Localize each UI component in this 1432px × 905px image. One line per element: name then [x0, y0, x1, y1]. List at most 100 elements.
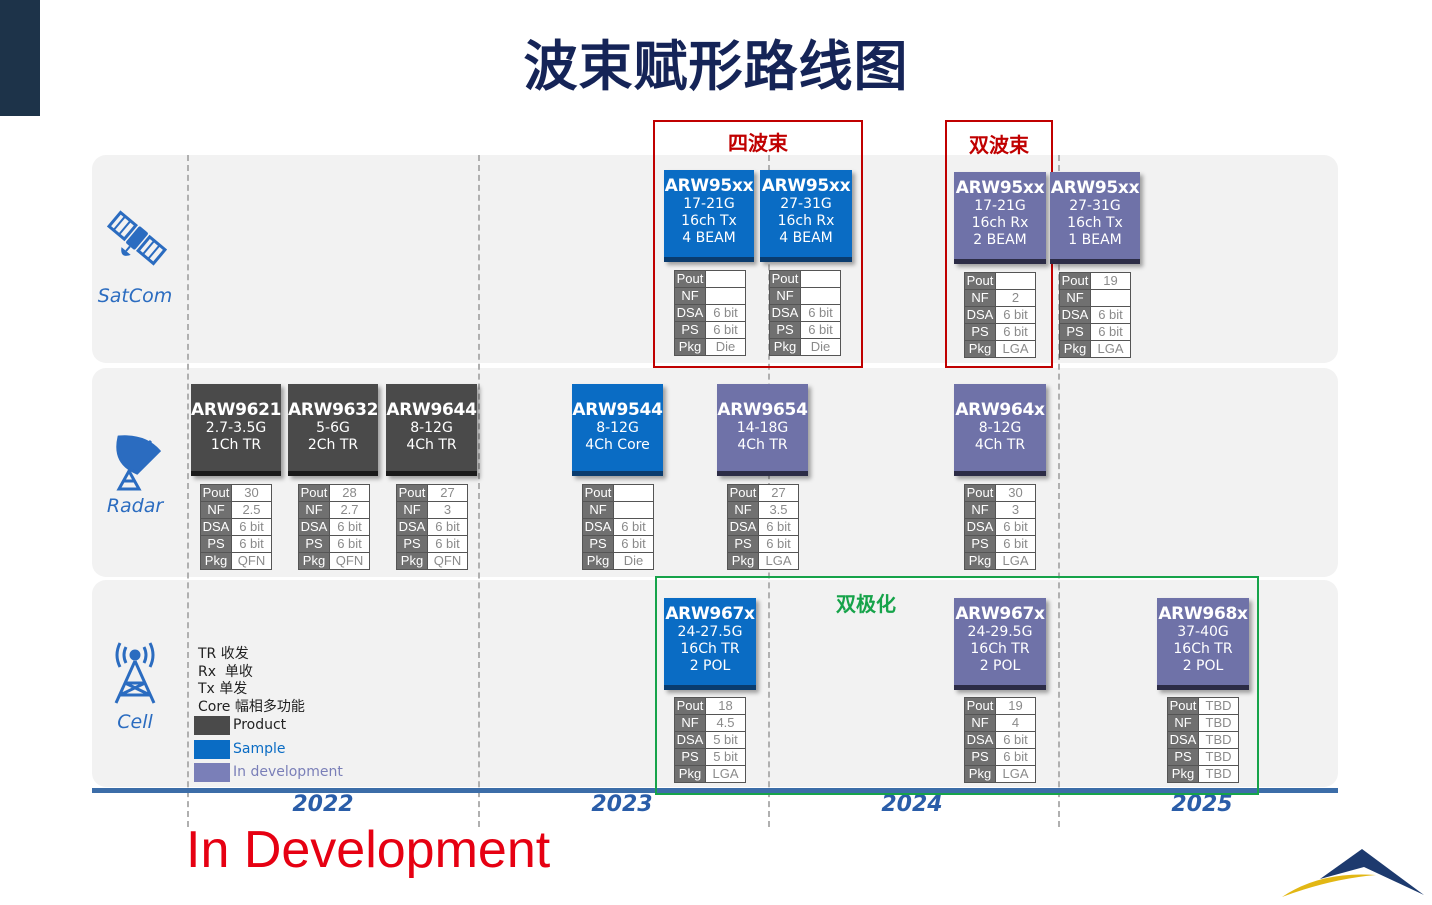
- cell-tower-icon: [100, 641, 170, 711]
- spec-value: 6 bit: [329, 518, 370, 536]
- product-spec-line: 1 BEAM: [1068, 232, 1122, 248]
- spec-row-nf: NF: [582, 501, 654, 519]
- spec-key: Pout: [396, 484, 428, 502]
- spec-key: PS: [396, 535, 428, 553]
- product-name: ARW95xx: [955, 178, 1045, 198]
- spec-value: TBD: [1198, 748, 1239, 766]
- spec-key: Pout: [1059, 272, 1091, 290]
- spec-key: DSA: [298, 518, 330, 536]
- product-name: ARW968x: [1158, 604, 1248, 624]
- product-spec-line: 4 BEAM: [682, 230, 736, 246]
- product-spec-line: 4Ch Core: [585, 437, 650, 453]
- spec-key: Pkg: [1059, 340, 1091, 358]
- product-spec-line: 2 POL: [689, 658, 731, 674]
- spec-key: DSA: [582, 518, 614, 536]
- product-name: ARW95xx: [1050, 178, 1140, 198]
- product-spec-line: 2.7-3.5G: [205, 420, 267, 436]
- spec-value: 6 bit: [329, 535, 370, 553]
- spec-value: 3: [995, 501, 1036, 519]
- spec-key: DSA: [674, 304, 706, 322]
- legend-label-sample: Sample: [233, 741, 286, 757]
- spec-value: LGA: [705, 765, 746, 783]
- spec-value: 30: [231, 484, 272, 502]
- spec-key: DSA: [396, 518, 428, 536]
- legend-swatch-sample: [194, 740, 230, 759]
- spec-value: 6 bit: [758, 535, 799, 553]
- product-spec-line: 4Ch TR: [406, 437, 457, 453]
- spec-key: NF: [582, 501, 614, 519]
- spec-value: TBD: [1198, 714, 1239, 732]
- spec-key: DSA: [769, 304, 801, 322]
- spec-value: 30: [995, 484, 1036, 502]
- spec-value: [613, 501, 654, 519]
- spec-key: Pout: [200, 484, 232, 502]
- spec-value: 2.7: [329, 501, 370, 519]
- spec-key: NF: [674, 287, 706, 305]
- product-spec-line: 17-21G: [974, 198, 1026, 214]
- product-spec-line: 4 BEAM: [779, 230, 833, 246]
- spec-value: LGA: [995, 765, 1036, 783]
- spec-value: TBD: [1198, 731, 1239, 749]
- spec-key: Pkg: [1167, 765, 1199, 783]
- product-name: ARW9632: [288, 400, 379, 420]
- spec-key: PS: [727, 535, 759, 553]
- spec-value: TBD: [1198, 697, 1239, 715]
- year-divider: [478, 155, 480, 827]
- spec-key: PS: [674, 748, 706, 766]
- spec-key: Pout: [727, 484, 759, 502]
- product-name: ARW967x: [955, 604, 1045, 624]
- spec-row-pout: Pout: [674, 270, 746, 288]
- spec-value: 6 bit: [1090, 306, 1131, 324]
- spec-row-nf: NF: [674, 287, 746, 305]
- year-label-2024: 2024: [881, 792, 943, 817]
- spec-key: NF: [964, 714, 996, 732]
- spec-key: NF: [396, 501, 428, 519]
- row-label-radar: Radar: [106, 495, 164, 517]
- product-name: ARW95xx: [664, 176, 754, 196]
- spec-value: 6 bit: [705, 321, 746, 339]
- spec-value: [705, 270, 746, 288]
- legend-abbrev: TR 收发: [198, 646, 249, 662]
- product-name: ARW964x: [955, 400, 1045, 420]
- product-spec-line: 16ch Tx: [681, 213, 737, 229]
- product-spec-line: 2Ch TR: [307, 437, 359, 453]
- year-label-2022: 2022: [292, 792, 354, 817]
- spec-value: 3.5: [758, 501, 799, 519]
- spec-value: 6 bit: [995, 306, 1036, 324]
- spec-value: 4.5: [705, 714, 746, 732]
- product-spec-line: 37-40G: [1177, 624, 1229, 640]
- spec-value: 4: [995, 714, 1036, 732]
- product-spec-line: 16Ch TR: [1173, 641, 1233, 657]
- spec-value: 6 bit: [705, 304, 746, 322]
- product-spec-line: 2 BEAM: [973, 232, 1027, 248]
